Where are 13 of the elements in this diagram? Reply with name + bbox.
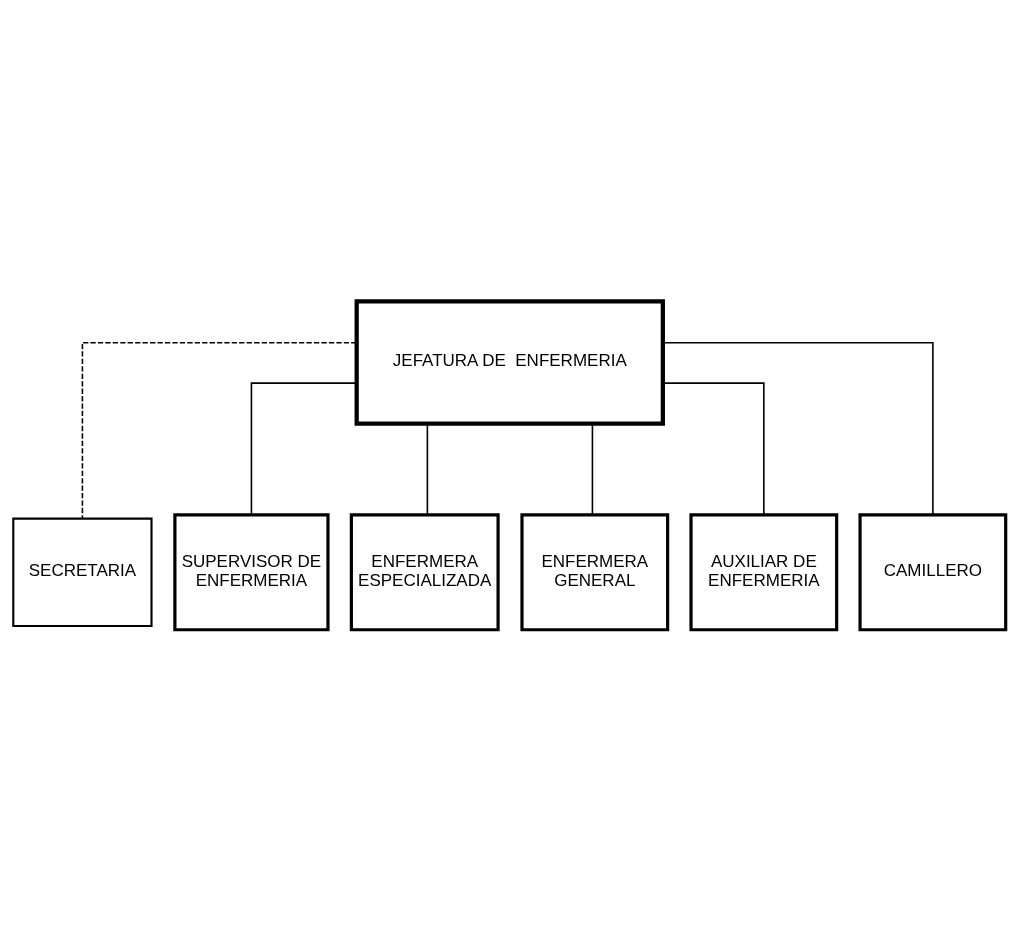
node-box: ENFERMERA GENERAL	[520, 513, 670, 632]
connector	[662, 382, 765, 516]
node-box: JEFATURA DE ENFERMERIA	[354, 299, 665, 426]
connector	[81, 341, 358, 520]
node-box: SUPERVISOR DE ENFERMERIA	[173, 513, 330, 632]
node-box: CAMILLERO	[858, 513, 1008, 632]
node-box: ENFERMERA ESPECIALIZADA	[349, 513, 500, 632]
connector	[662, 341, 934, 516]
node-box: SECRETARIA	[12, 517, 153, 628]
connector	[250, 382, 358, 516]
connector	[426, 422, 429, 516]
connector	[591, 422, 594, 516]
node-box: AUXILIAR DE ENFERMERIA	[689, 513, 839, 632]
